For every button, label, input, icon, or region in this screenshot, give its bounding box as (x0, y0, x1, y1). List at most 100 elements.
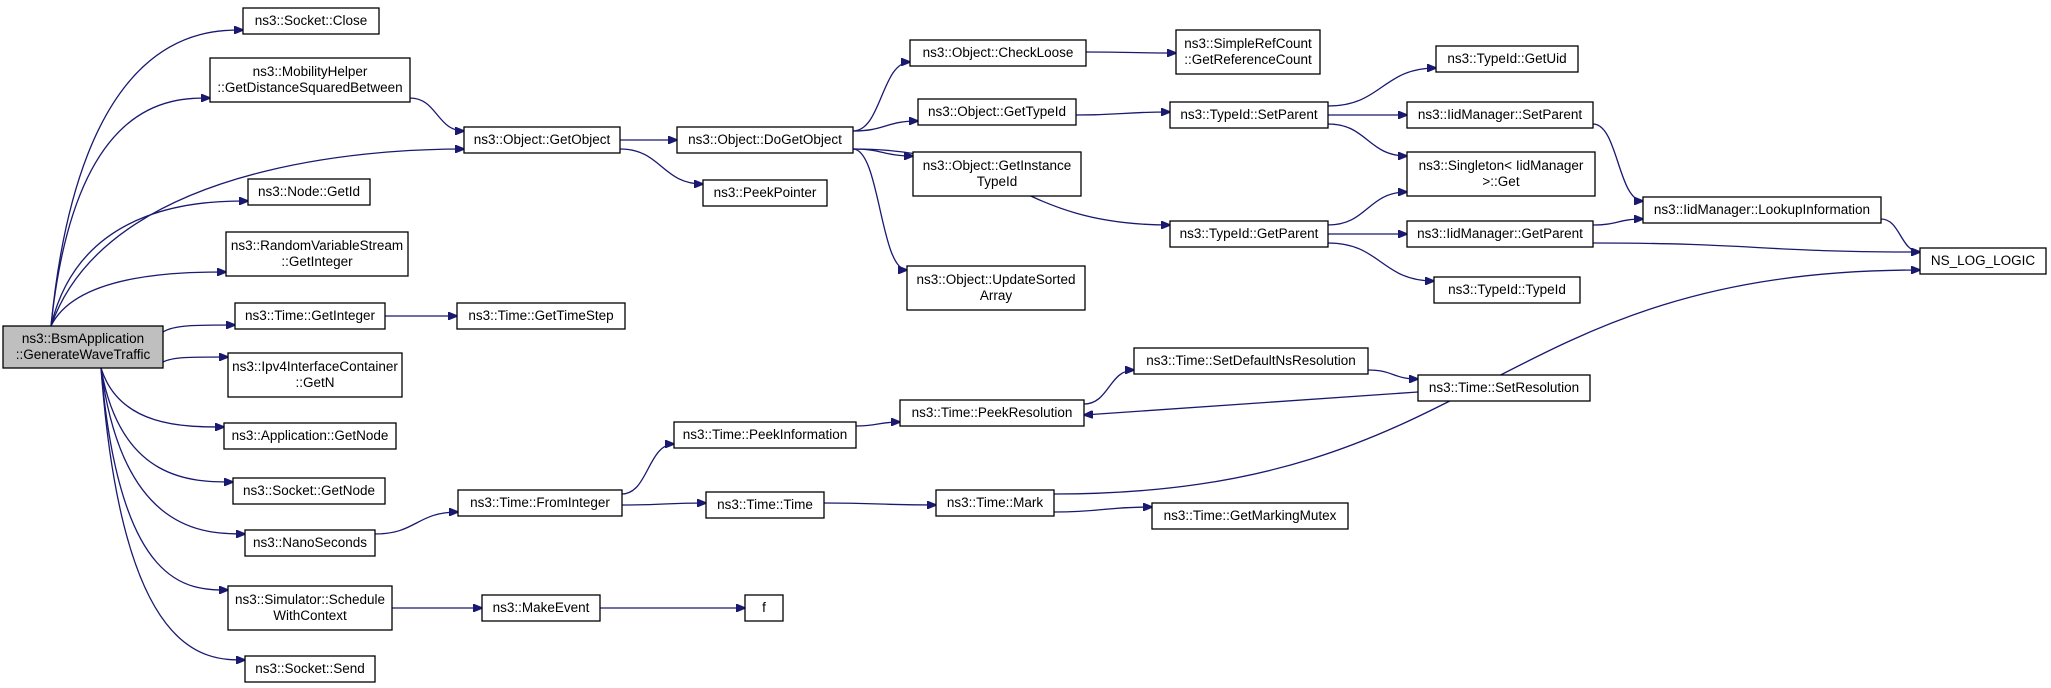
node-time-gettimestep[interactable]: ns3::Time::GetTimeStep (456, 302, 626, 330)
edge-typeid_setparent-to-singleton_get (1327, 123, 1407, 156)
node-label: ns3::Time::Mark (947, 495, 1044, 510)
node-simplerefcount[interactable]: ns3::SimpleRefCount::GetReferenceCount (1175, 29, 1321, 75)
node-obj-dogetobject[interactable]: ns3::Object::DoGetObject (676, 126, 854, 154)
node-box (463, 126, 621, 154)
node-app-getnode[interactable]: ns3::Application::GetNode (223, 422, 397, 450)
node-box (1642, 196, 1882, 224)
node-time-setdefaultns[interactable]: ns3::Time::SetDefaultNsResolution (1133, 347, 1369, 375)
node-iid-getparent[interactable]: ns3::IidManager::GetParent (1406, 220, 1594, 248)
node-mob-dist[interactable]: ns3::MobilityHelper::GetDistanceSquaredB… (209, 57, 411, 103)
node-rvs-getint[interactable]: ns3::RandomVariableStream::GetInteger (225, 231, 409, 277)
node-iid-lookup[interactable]: ns3::IidManager::LookupInformation (1642, 196, 1882, 224)
node-label: ns3::IidManager::LookupInformation (1654, 202, 1870, 217)
node-time-peekres[interactable]: ns3::Time::PeekResolution (899, 399, 1085, 427)
node-time-getint[interactable]: ns3::Time::GetInteger (234, 302, 386, 330)
node-box (481, 594, 601, 622)
node-obj-getobject[interactable]: ns3::Object::GetObject (463, 126, 621, 154)
edge-iid_getparent-to-ns_log_logic (1592, 242, 1920, 252)
node-box (702, 179, 828, 207)
edge-nanoseconds-to-time_frominteger (374, 512, 458, 535)
node-ipv4-getn[interactable]: ns3::Ipv4InterfaceContainer::GetN (227, 352, 403, 398)
node-box (917, 98, 1077, 126)
node-box (1151, 502, 1349, 530)
node-singleton-get[interactable]: ns3::Singleton< IidManager >::Get (1406, 151, 1596, 197)
node-label: ns3::Socket::GetNode (243, 483, 375, 498)
node-box (234, 302, 386, 330)
node-label: >::Get (1482, 174, 1519, 189)
edge-bsm_gen-to-node_getid (50, 201, 248, 327)
node-label: ns3::Ipv4InterfaceContainer (232, 359, 398, 374)
edge-obj_dogetobject-to-obj_checkloose (852, 62, 910, 132)
node-obj-gettypeid[interactable]: ns3::Object::GetTypeId (917, 98, 1077, 126)
node-label: ns3::MakeEvent (493, 600, 590, 615)
node-box (1133, 347, 1369, 375)
node-label: ns3::TypeId::GetUid (1447, 51, 1566, 66)
node-label: ns3::Object::GetObject (474, 132, 611, 147)
node-typeid-getparent[interactable]: ns3::TypeId::GetParent (1169, 220, 1329, 248)
node-label: ns3::Node::GetId (258, 184, 360, 199)
edge-time_peekres-to-time_setdefaultns (1083, 370, 1134, 405)
node-box (676, 126, 854, 154)
edge-time_frominteger-to-time_time (621, 503, 706, 505)
edge-obj_gettypeid-to-typeid_setparent (1075, 112, 1170, 115)
node-label: ns3::TypeId::TypeId (1448, 282, 1566, 297)
node-iid-setparent[interactable]: ns3::IidManager::SetParent (1406, 101, 1594, 129)
edge-obj_checkloose-to-simplerefcount (1085, 52, 1176, 53)
node-box (242, 7, 380, 35)
node-box (457, 489, 623, 517)
node-label: ns3::Singleton< IidManager (1419, 158, 1584, 173)
node-box (2, 325, 164, 369)
node-label: ns3::SimpleRefCount (1184, 36, 1312, 51)
edge-time_time-to-time_mark (823, 503, 936, 505)
edge-obj_dogetobject-to-obj_updatesorted (852, 148, 907, 270)
node-label: ns3::Socket::Close (255, 13, 368, 28)
node-box (673, 421, 857, 449)
node-peekpointer[interactable]: ns3::PeekPointer (702, 179, 828, 207)
node-label: ns3::Object::DoGetObject (688, 132, 842, 147)
node-time-setres[interactable]: ns3::Time::SetResolution (1417, 374, 1591, 402)
node-box (209, 57, 411, 103)
edge-bsm_gen-to-app_getnode (100, 367, 224, 427)
node-box (225, 231, 409, 277)
node-time-mark[interactable]: ns3::Time::Mark (935, 489, 1055, 517)
node-typeid-typeid[interactable]: ns3::TypeId::TypeId (1433, 276, 1581, 304)
node-sock-send[interactable]: ns3::Socket::Send (244, 655, 376, 683)
edge-bsm_gen-to-mob_dist (50, 98, 210, 327)
node-box (244, 529, 376, 557)
node-box (247, 178, 371, 206)
node-box (906, 265, 1086, 311)
node-time-frominteger[interactable]: ns3::Time::FromInteger (457, 489, 623, 517)
node-label: ns3::Application::GetNode (232, 428, 389, 443)
node-time-time[interactable]: ns3::Time::Time (705, 491, 825, 519)
node-box (1919, 247, 2047, 275)
node-label: ns3::Socket::Send (255, 661, 365, 676)
edge-typeid_getparent-to-singleton_get (1327, 192, 1407, 226)
edge-bsm_gen-to-time_getint (162, 325, 235, 333)
node-time-peekinfo[interactable]: ns3::Time::PeekInformation (673, 421, 857, 449)
node-makeevent[interactable]: ns3::MakeEvent (481, 594, 601, 622)
node-sock-getnode[interactable]: ns3::Socket::GetNode (232, 477, 386, 505)
node-box (223, 422, 397, 450)
node-box (456, 302, 626, 330)
node-obj-checkloose[interactable]: ns3::Object::CheckLoose (909, 39, 1087, 67)
node-sock-close[interactable]: ns3::Socket::Close (242, 7, 380, 35)
node-box (244, 655, 376, 683)
node-typeid-getuid[interactable]: ns3::TypeId::GetUid (1435, 45, 1579, 73)
edge-time_setdefaultns-to-time_setres (1367, 369, 1418, 379)
node-time-getmarkingmutex[interactable]: ns3::Time::GetMarkingMutex (1151, 502, 1349, 530)
node-box (1169, 101, 1329, 129)
node-box (1435, 45, 1579, 73)
node-label: ns3::TypeId::GetParent (1180, 226, 1319, 241)
node-bsm-gen[interactable]: ns3::BsmApplication::GenerateWaveTraffic (2, 325, 164, 369)
node-label: ns3::Time::PeekResolution (912, 405, 1073, 420)
edge-obj_getobject-to-peekpointer (619, 148, 703, 184)
node-typeid-setparent[interactable]: ns3::TypeId::SetParent (1169, 101, 1329, 129)
node-ns-log-logic[interactable]: NS_LOG_LOGIC (1919, 247, 2047, 275)
node-node-getid[interactable]: ns3::Node::GetId (247, 178, 371, 206)
edge-typeid_getparent-to-typeid_typeid (1327, 242, 1434, 281)
node-nanoseconds[interactable]: ns3::NanoSeconds (244, 529, 376, 557)
node-f[interactable]: f (744, 594, 784, 622)
